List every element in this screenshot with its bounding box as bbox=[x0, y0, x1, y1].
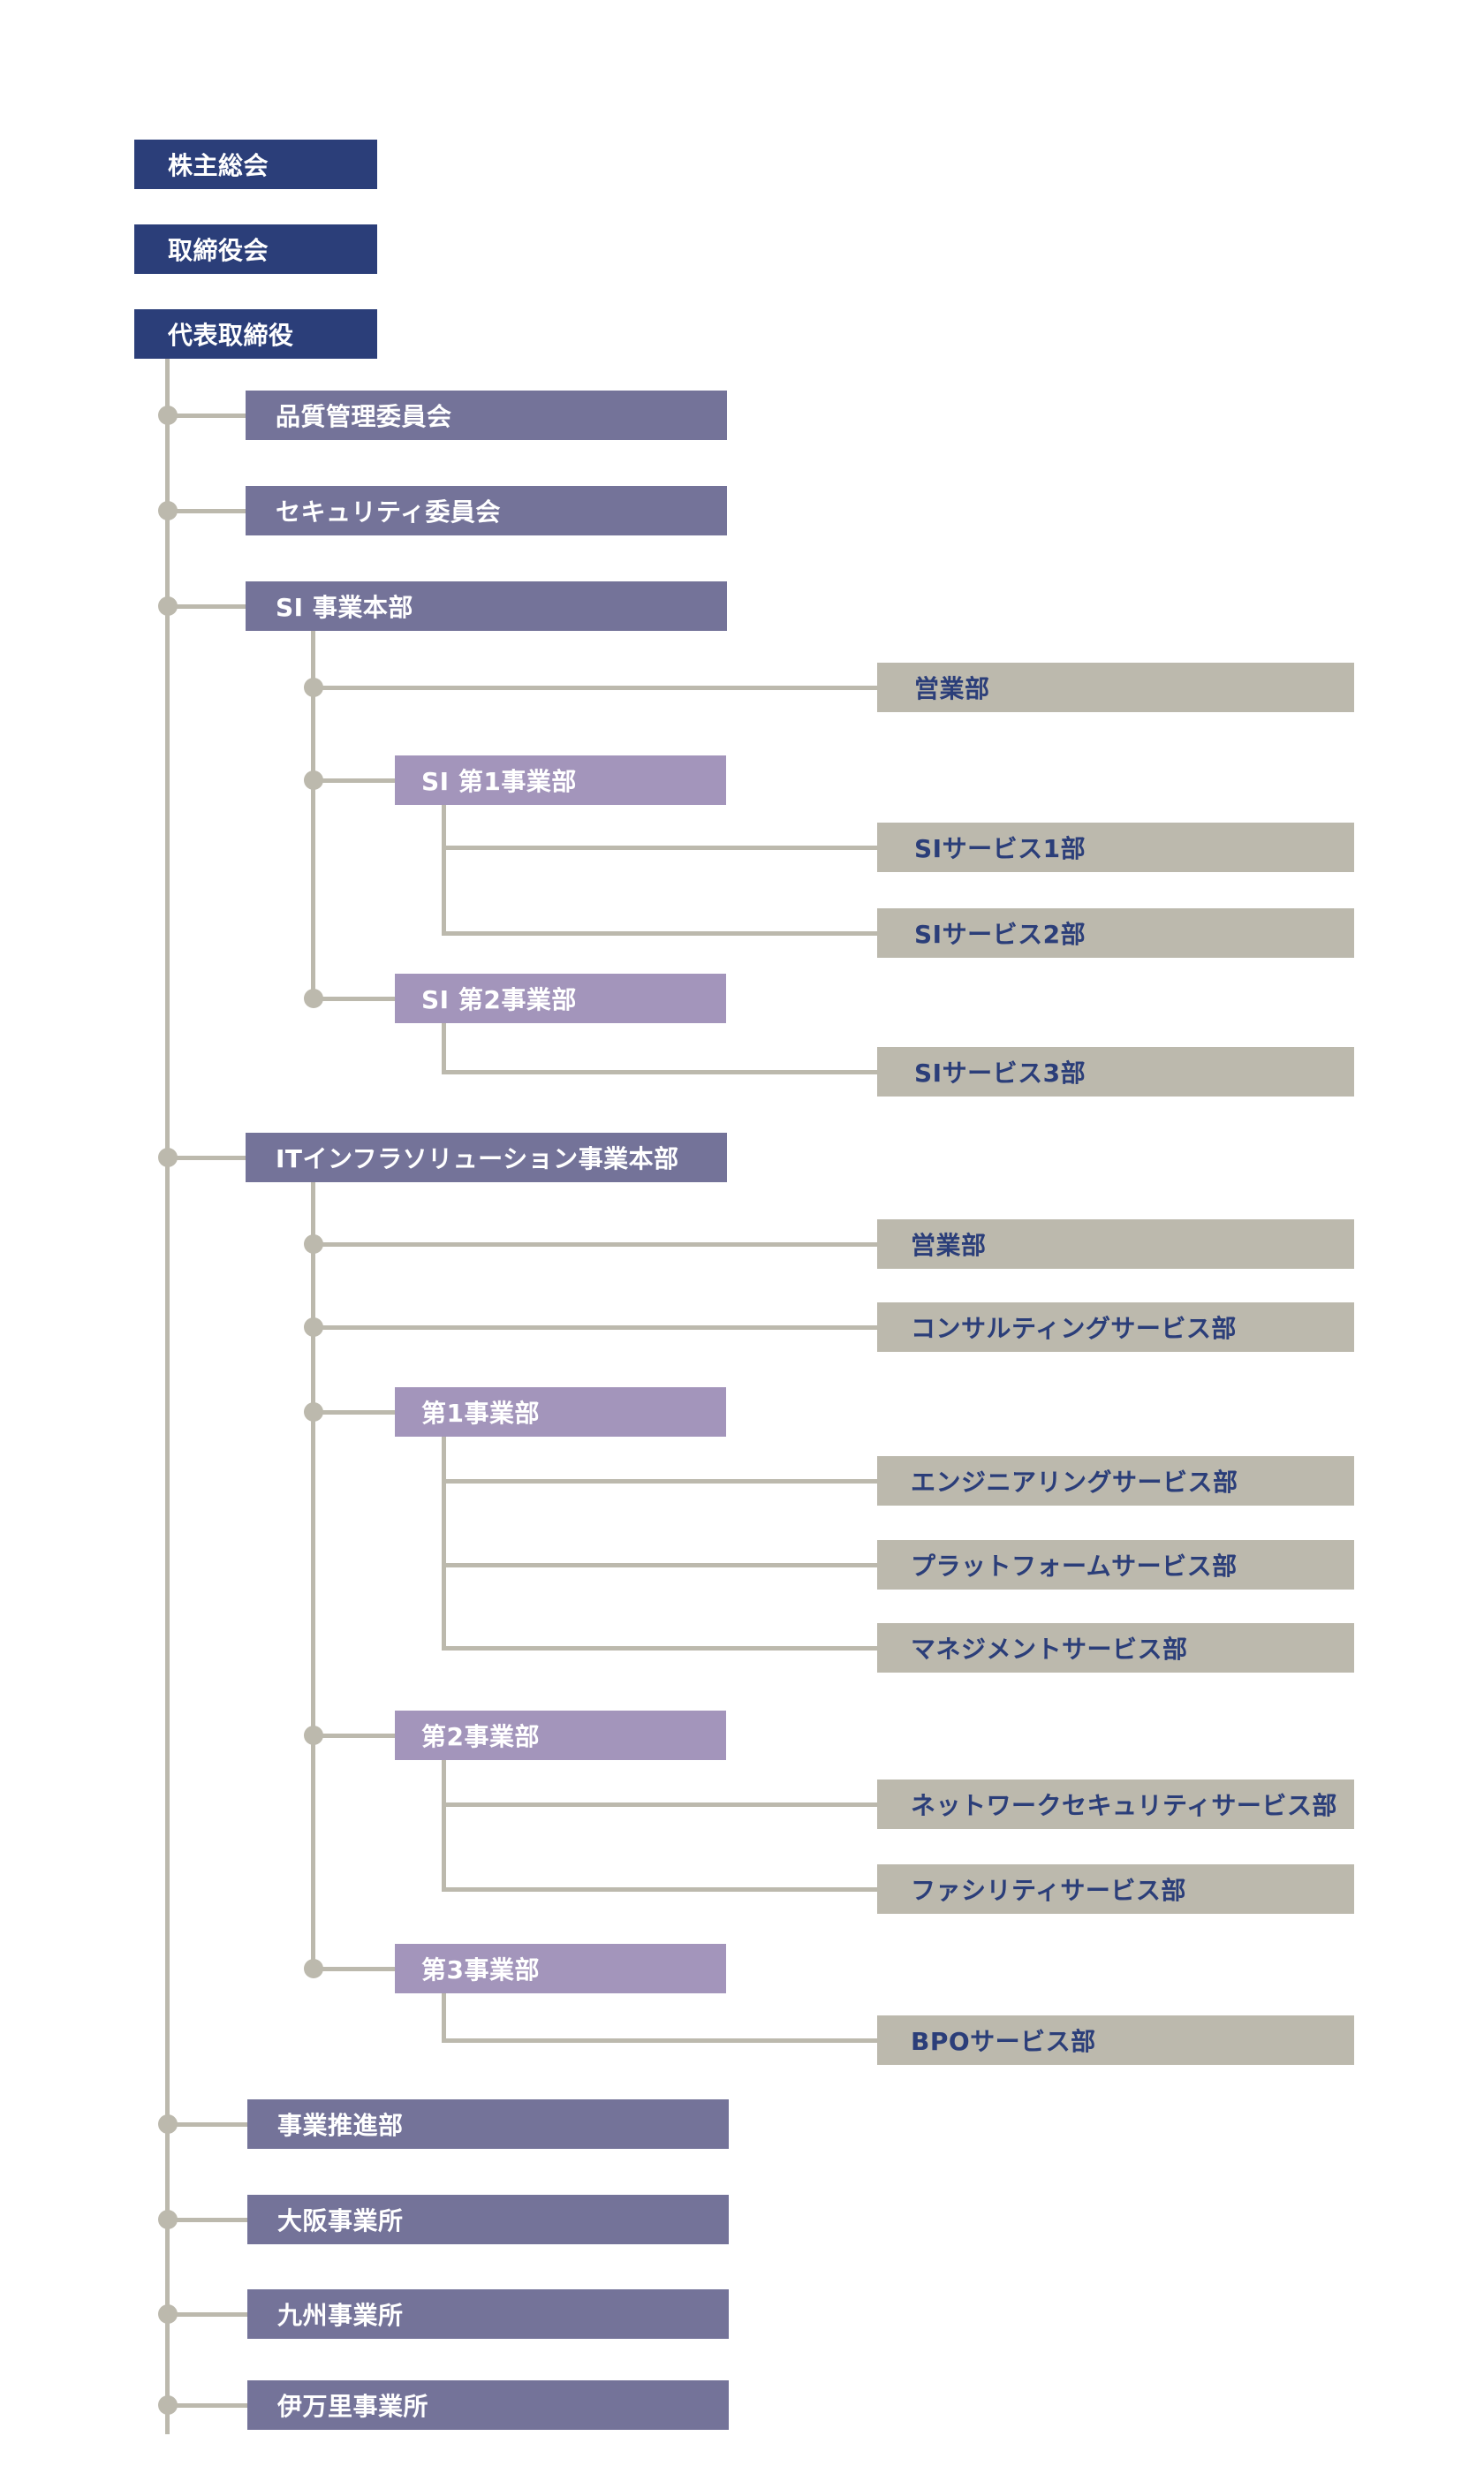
junction-dot bbox=[304, 1402, 323, 1422]
connector-it-consulting bbox=[311, 1325, 883, 1330]
kyushu-office-box: 九州事業所 bbox=[247, 2289, 729, 2339]
connector-si-trunk bbox=[311, 629, 315, 999]
connector-network-security bbox=[442, 1802, 883, 1807]
bpo-box: BPOサービス部 bbox=[877, 2015, 1354, 2065]
connector-it-div3-trunk bbox=[442, 1991, 446, 2043]
connector-si-service1 bbox=[442, 846, 883, 850]
connector-it-div1-trunk bbox=[442, 1434, 446, 1651]
si-service3-box: SIサービス3部 bbox=[877, 1047, 1354, 1097]
connector-quality-committee bbox=[165, 414, 247, 418]
connector-si-div2-trunk bbox=[442, 1021, 446, 1074]
connector-security-committee bbox=[165, 509, 247, 513]
connector-si-service2 bbox=[442, 931, 883, 936]
junction-dot bbox=[304, 1317, 323, 1337]
junction-dot bbox=[304, 770, 323, 790]
junction-dot bbox=[158, 596, 178, 616]
connector-it-div2 bbox=[311, 1734, 399, 1738]
board-of-directors-box: 取締役会 bbox=[134, 224, 377, 274]
management-box: マネジメントサービス部 bbox=[877, 1623, 1354, 1673]
connector-osaka bbox=[165, 2218, 247, 2222]
connector-it-div3 bbox=[311, 1967, 399, 1971]
engineering-box: エンジニアリングサービス部 bbox=[877, 1456, 1354, 1506]
platform-box: プラットフォームサービス部 bbox=[877, 1540, 1354, 1590]
osaka-office-box: 大阪事業所 bbox=[247, 2195, 729, 2244]
connector-it-sales bbox=[311, 1242, 883, 1247]
si-div1-box: SI 第1事業部 bbox=[395, 755, 726, 805]
connector-bpo bbox=[442, 2038, 883, 2043]
connector-si-division bbox=[165, 604, 247, 609]
representative-director-box: 代表取締役 bbox=[134, 309, 377, 359]
connector-it-trunk bbox=[311, 1180, 315, 1975]
connector-it-div2-trunk bbox=[442, 1758, 446, 1891]
connector-si-sales bbox=[311, 686, 883, 690]
junction-dot bbox=[304, 1234, 323, 1254]
it-division-box: ITインフラソリューション事業本部 bbox=[246, 1133, 727, 1182]
si-service2-box: SIサービス2部 bbox=[877, 908, 1354, 958]
si-service1-box: SIサービス1部 bbox=[877, 823, 1354, 872]
junction-dot bbox=[158, 2114, 178, 2134]
consulting-box: コンサルティングサービス部 bbox=[877, 1302, 1354, 1352]
connector-kyushu bbox=[165, 2312, 247, 2317]
shareholders-meeting-box: 株主総会 bbox=[134, 140, 377, 189]
imari-office-box: 伊万里事業所 bbox=[247, 2380, 729, 2430]
junction-dot bbox=[304, 989, 323, 1008]
it-div3-box: 第3事業部 bbox=[395, 1944, 726, 1993]
security-committee-box: セキュリティ委員会 bbox=[246, 486, 727, 535]
connector-main-trunk bbox=[165, 356, 170, 2434]
connector-engineering bbox=[442, 1479, 883, 1484]
connector-platform bbox=[442, 1563, 883, 1567]
connector-management bbox=[442, 1646, 883, 1651]
network-security-box: ネットワークセキュリティサービス部 bbox=[877, 1780, 1354, 1829]
junction-dot bbox=[304, 1726, 323, 1745]
connector-imari bbox=[165, 2403, 247, 2408]
connector-facility bbox=[442, 1887, 883, 1892]
connector-it-div1 bbox=[311, 1410, 399, 1415]
si-sales-box: 営業部 bbox=[877, 663, 1354, 712]
junction-dot bbox=[158, 2304, 178, 2324]
it-div1-box: 第1事業部 bbox=[395, 1387, 726, 1437]
connector-si-div2 bbox=[311, 997, 399, 1001]
connector-business-promotion bbox=[165, 2122, 247, 2127]
junction-dot bbox=[158, 501, 178, 520]
junction-dot bbox=[304, 678, 323, 697]
connector-it-division bbox=[165, 1156, 247, 1160]
junction-dot bbox=[158, 1148, 178, 1167]
junction-dot bbox=[158, 2210, 178, 2229]
connector-si-div1 bbox=[311, 778, 399, 783]
si-division-box: SI 事業本部 bbox=[246, 581, 727, 631]
connector-si-div1-trunk bbox=[442, 802, 446, 936]
it-div2-box: 第2事業部 bbox=[395, 1711, 726, 1760]
quality-committee-box: 品質管理委員会 bbox=[246, 391, 727, 440]
connector-si-service3 bbox=[442, 1070, 883, 1074]
junction-dot bbox=[304, 1959, 323, 1978]
junction-dot bbox=[158, 406, 178, 425]
business-promotion-box: 事業推進部 bbox=[247, 2099, 729, 2149]
it-sales-box: 営業部 bbox=[877, 1219, 1354, 1269]
junction-dot bbox=[158, 2395, 178, 2415]
facility-box: ファシリティサービス部 bbox=[877, 1864, 1354, 1914]
si-div2-box: SI 第2事業部 bbox=[395, 974, 726, 1023]
